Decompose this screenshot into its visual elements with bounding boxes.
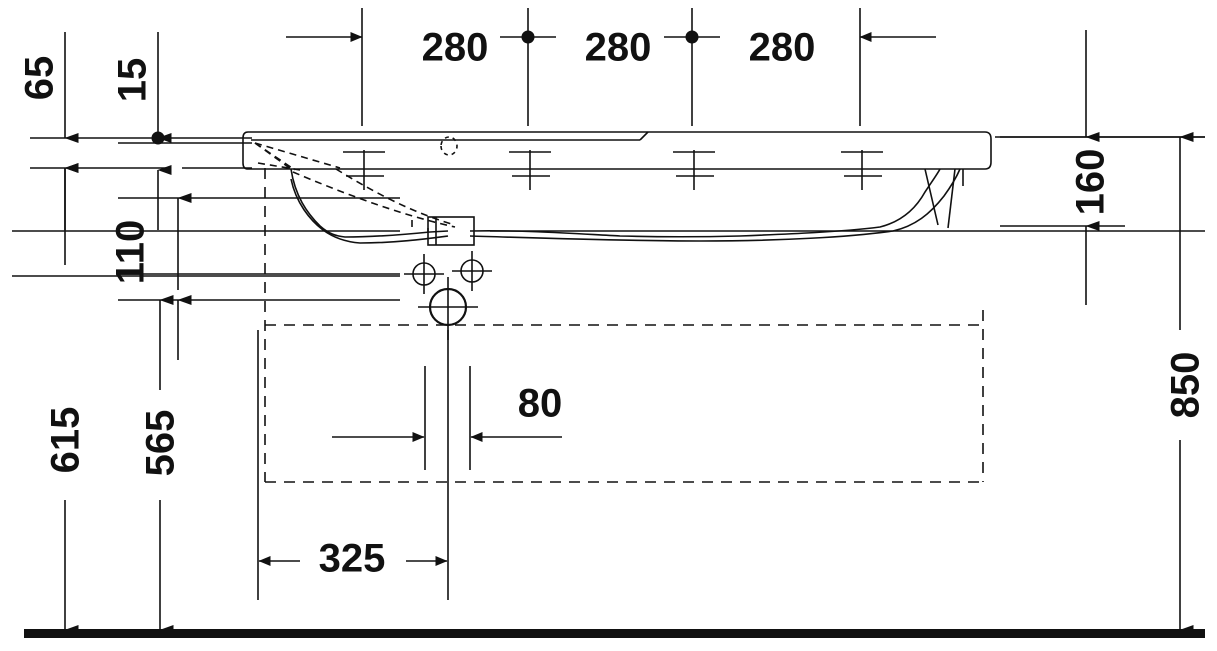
dimension-label-325: 325 [319,537,386,581]
dashed-line-3 [254,142,296,171]
dimension-label-615: 615 [44,407,88,474]
dim-dot-top-a [521,30,535,44]
dimension-label-850: 850 [1164,352,1208,419]
dimension-label-565: 565 [139,410,183,477]
dimension-label-80: 80 [518,382,563,426]
basin-overflow-slot [427,216,475,246]
basin-bowl-profile-right [469,168,941,238]
mounting-mark-1 [343,150,385,190]
mounting-mark-2 [509,150,551,190]
dim-dot-left-15 [151,131,165,145]
dimension-label-65: 65 [18,56,62,101]
basin-underside-line-right [469,168,961,242]
right-dimension-chain [1000,30,1205,635]
basin-right-wall-a [924,168,939,226]
basin-underside-line [290,178,449,244]
dimension-label-280-a: 280 [422,26,489,70]
dimension-label-280-b: 280 [585,26,652,70]
rim-center-hole [440,136,458,156]
dashed-line-5 [292,171,456,228]
basin-right-wall-b [947,168,956,229]
basin-dashed-construction [254,142,456,232]
basin-bowl-profile [290,168,449,238]
tap-hole-group [404,251,492,340]
dim-dot-top-b [685,30,699,44]
basin-rim-inner-line-right [639,131,649,141]
left-dimension-chain [30,32,400,635]
dashed-line-1 [254,142,292,170]
mounting-mark-3 [673,150,715,190]
mounting-marks [343,150,883,190]
dimension-label-15: 15 [111,58,155,103]
dimension-label-280-c: 280 [749,26,816,70]
dimension-label-110: 110 [109,220,153,285]
top-dimension-chain [286,8,936,126]
dimension-label-160: 160 [1069,149,1113,216]
mounting-mark-4 [841,150,883,190]
installation-envelope [264,168,984,483]
dashed-line-2 [254,142,341,169]
washbasin-outline [12,131,1205,277]
basin-rim-top-edge [242,131,992,170]
floor-line [24,629,1205,638]
bottom-dimension-chain [257,330,562,600]
